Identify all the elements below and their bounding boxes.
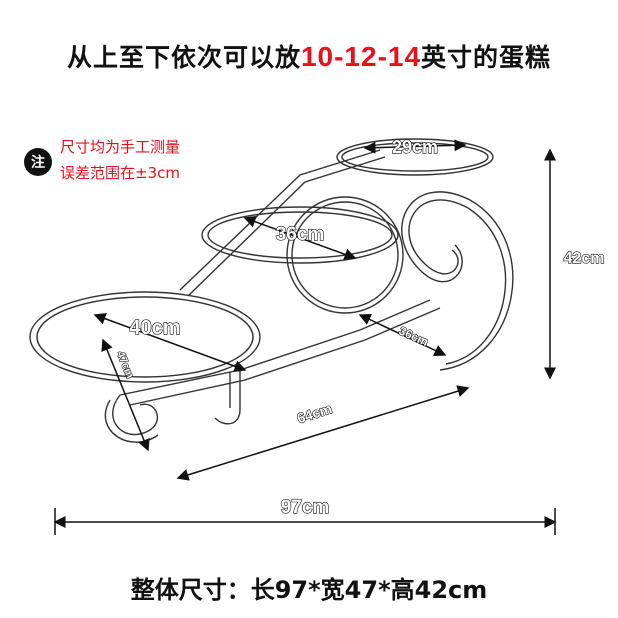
dim-height: 42cm <box>564 250 605 267</box>
note-line-2: 误差范围在±3cm <box>60 164 180 182</box>
dim-width: 97cm <box>281 497 330 518</box>
title-suffix: 英寸的蛋糕 <box>421 43 552 72</box>
page-title: 从上至下依次可以放10-12-14英寸的蛋糕 <box>0 38 618 74</box>
dim-bottom-tier: 40cm <box>129 317 180 339</box>
title-highlight: 10-12-14 <box>300 41 422 72</box>
dim-top-tier: 29cm <box>392 137 438 157</box>
dim-middle-tier: 36cm <box>276 224 325 245</box>
note-line-1: 尺寸均为手工测量 <box>60 138 181 156</box>
dim-wheel: 36cm <box>397 324 431 349</box>
overall-dimensions: 整体尺寸：长97*宽47*高42cm <box>130 576 488 604</box>
title-prefix: 从上至下依次可以放 <box>66 43 301 72</box>
note-badge: 注 <box>24 148 52 176</box>
dim-diagonal: 64cm <box>295 400 334 426</box>
